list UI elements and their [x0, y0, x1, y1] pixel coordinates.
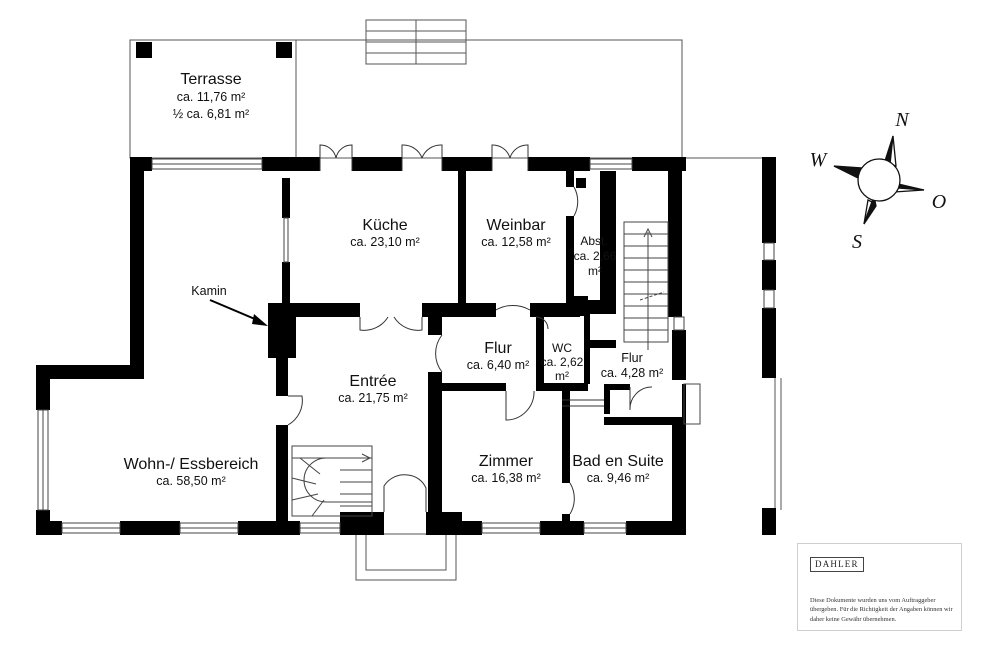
compass-rose-icon: [833, 135, 925, 225]
room-name: Küche: [362, 217, 407, 234]
room-area-half: ½ ca. 6,81 m²: [173, 107, 249, 121]
doors: [287, 144, 653, 515]
room-name: Bad en Suite: [572, 453, 664, 470]
room-area: ca. 16,38 m²: [471, 471, 540, 485]
room-area: ca. 2,62: [541, 355, 584, 369]
room-area: ca. 2,66: [574, 249, 617, 263]
room-label-bad-en-suite: Bad en Suite ca. 9,46 m²: [572, 453, 664, 485]
room-area: ca. 58,50 m²: [156, 474, 225, 488]
room-label-abst: Abst. ca. 2,66 m²: [574, 234, 617, 278]
room-area: ca. 11,76 m²: [177, 90, 246, 104]
room-name: Flur: [484, 340, 512, 357]
room-name: Entrée: [349, 373, 396, 390]
room-name: Flur: [621, 351, 643, 365]
stairs: [291, 221, 669, 517]
room-label-flur-2: Flur ca. 4,28 m²: [601, 351, 664, 380]
room-label-flur-1: Flur ca. 6,40 m²: [467, 340, 530, 372]
room-label-entree: Entrée ca. 21,75 m²: [338, 373, 407, 405]
room-name: Terrasse: [180, 71, 241, 88]
compass-north-label: N: [894, 109, 910, 131]
room-name: WC: [552, 341, 572, 355]
compass-east-label: O: [932, 191, 946, 213]
room-area-unit: m²: [555, 369, 569, 383]
entry-arrow-icon: [394, 519, 422, 529]
compass-south-label: S: [852, 231, 862, 253]
disclaimer-text: Diese Dokumente wurden uns vom Auftragge…: [810, 597, 953, 623]
room-name: Abst.: [580, 234, 607, 248]
room-name: Wohn-/ Essbereich: [124, 456, 259, 473]
room-label-terrasse: Terrasse ca. 11,76 m² ½ ca. 6,81 m²: [173, 71, 249, 121]
brand-logo: DAHLER: [810, 557, 864, 572]
room-area: ca. 21,75 m²: [338, 391, 407, 405]
room-name: Zimmer: [479, 453, 534, 470]
windows: [37, 158, 775, 534]
room-area: ca. 12,58 m²: [481, 235, 550, 249]
room-label-zimmer: Zimmer ca. 16,38 m²: [471, 453, 540, 485]
room-label-weinbar: Weinbar ca. 12,58 m²: [481, 217, 550, 249]
room-label-wohn-essbereich: Wohn-/ Essbereich ca. 58,50 m²: [124, 456, 259, 488]
room-area-unit: m²: [588, 264, 602, 278]
room-label-kueche: Küche ca. 23,10 m²: [350, 217, 419, 249]
room-area: ca. 4,28 m²: [601, 366, 664, 380]
room-label-wc: WC ca. 2,62 m²: [541, 341, 584, 383]
kamin-pointer-arrow-icon: [209, 299, 268, 326]
outline-lines: [129, 19, 782, 581]
room-area: ca. 6,40 m²: [467, 358, 530, 372]
walls: [36, 42, 776, 535]
compass-west-label: W: [810, 149, 829, 171]
room-name: Weinbar: [486, 217, 546, 234]
disclaimer-box: DAHLER Diese Dokumente wurden uns vom Au…: [797, 543, 962, 631]
room-area: ca. 9,46 m²: [587, 471, 650, 485]
room-area: ca. 23,10 m²: [350, 235, 419, 249]
kamin-label: Kamin: [191, 284, 226, 298]
